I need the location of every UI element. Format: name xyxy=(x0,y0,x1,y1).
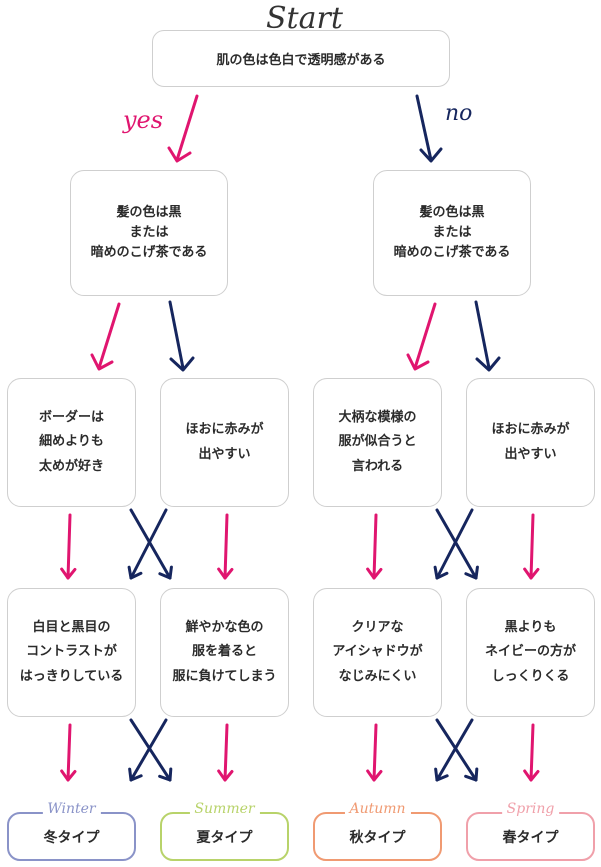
season-label: Winter xyxy=(42,802,101,816)
yes-arrow xyxy=(217,723,234,782)
no-arrow xyxy=(433,508,474,580)
question-line: 黒よりも xyxy=(504,619,557,635)
question-box-navy: 黒よりも ネイビーの方が しっくりくる xyxy=(466,588,595,717)
question-box-pattern: 大柄な模様の 服が似合うと 言われる xyxy=(313,378,442,507)
question-line: なじみにくい xyxy=(338,668,417,684)
no-arrow xyxy=(415,94,443,163)
question-line: 白目と黒目の xyxy=(32,619,111,635)
question-line: コントラストが xyxy=(26,644,117,660)
question-line: 髪の色は黒 xyxy=(419,205,485,220)
question-line: 暗めのこげ茶である xyxy=(393,245,511,260)
question-box-vivid-colors: 鮮やかな色の 服を着ると 服に負けてしまう xyxy=(160,588,289,717)
question-line: 服を着ると xyxy=(191,644,257,660)
question-line: しっくりくる xyxy=(491,668,570,684)
question-line: 大柄な模様の xyxy=(338,409,417,425)
question-box-border: ボーダーは 細めよりも 太めが好き xyxy=(7,378,136,507)
question-line: または xyxy=(129,225,169,240)
yes-arrow xyxy=(523,723,540,782)
no-arrow xyxy=(129,508,173,580)
result-type: 春タイプ xyxy=(502,829,559,846)
result-spring: Spring 春タイプ xyxy=(466,802,595,861)
question-box-cheeks: ほおに赤みが 出やすい xyxy=(466,378,595,507)
season-label: Spring xyxy=(501,802,560,816)
yes-arrow xyxy=(366,723,383,782)
start-title: Start xyxy=(258,4,351,34)
question-box-contrast: 白目と黒目の コントラストが はっきりしている xyxy=(7,588,136,717)
question-line: ボーダーは xyxy=(38,409,104,425)
start-question-box: 肌の色は色白で透明感がある xyxy=(152,30,450,87)
question-line: 髪の色は黒 xyxy=(116,205,182,220)
result-autumn: Autumn 秋タイプ xyxy=(313,802,442,861)
no-arrow xyxy=(435,718,479,782)
no-arrow xyxy=(127,508,168,580)
question-line: ほおに赤みが xyxy=(185,422,264,437)
question-text: 肌の色は色白で透明感がある xyxy=(216,53,386,68)
no-label: no xyxy=(440,103,478,125)
question-box-eyeshadow: クリアな アイシャドウが なじみにくい xyxy=(313,588,442,717)
question-line: 言われる xyxy=(351,458,404,474)
question-line: 服に負けてしまう xyxy=(172,668,277,684)
question-box-cheeks: ほおに赤みが 出やすい xyxy=(160,378,289,507)
question-line: アイシャドウが xyxy=(332,644,423,660)
question-line: 暗めのこげ茶である xyxy=(90,245,208,260)
question-line: 鮮やかな色の xyxy=(185,619,264,635)
yes-label: yes xyxy=(118,108,169,132)
result-type: 冬タイプ xyxy=(43,829,100,846)
no-arrow xyxy=(435,508,479,580)
question-line: 細めよりも xyxy=(39,434,104,450)
question-line: ほおに赤みが xyxy=(491,422,570,437)
no-arrow xyxy=(474,300,501,372)
result-summer: Summer 夏タイプ xyxy=(160,802,289,861)
question-line: 出やすい xyxy=(198,446,251,462)
no-arrow xyxy=(129,718,173,782)
result-winter: Winter 冬タイプ xyxy=(7,802,136,861)
yes-arrow xyxy=(217,513,234,580)
result-type: 秋タイプ xyxy=(349,829,406,846)
question-line: または xyxy=(432,225,472,240)
season-label: Autumn xyxy=(344,802,411,816)
yes-arrow xyxy=(406,302,437,371)
yes-arrow xyxy=(60,513,77,580)
no-arrow xyxy=(168,300,195,372)
question-line: 太めが好き xyxy=(38,458,104,474)
result-type: 夏タイプ xyxy=(196,829,253,846)
question-line: 出やすい xyxy=(504,446,557,462)
question-line: クリアな xyxy=(351,619,404,635)
no-arrow xyxy=(434,718,474,782)
season-label: Summer xyxy=(189,802,260,816)
yes-arrow xyxy=(366,513,383,580)
yes-arrow xyxy=(60,723,77,782)
question-box-hair-no: 髪の色は黒 または 暗めのこげ茶である xyxy=(373,170,531,296)
no-arrow xyxy=(128,718,168,782)
question-line: ネイビーの方が xyxy=(484,644,576,660)
yes-arrow xyxy=(90,302,121,371)
question-line: はっきりしている xyxy=(19,668,124,684)
yes-arrow xyxy=(167,94,199,163)
question-line: 服が似合うと xyxy=(338,434,417,450)
yes-arrow xyxy=(523,513,540,580)
question-box-hair-yes: 髪の色は黒 または 暗めのこげ茶である xyxy=(70,170,228,296)
